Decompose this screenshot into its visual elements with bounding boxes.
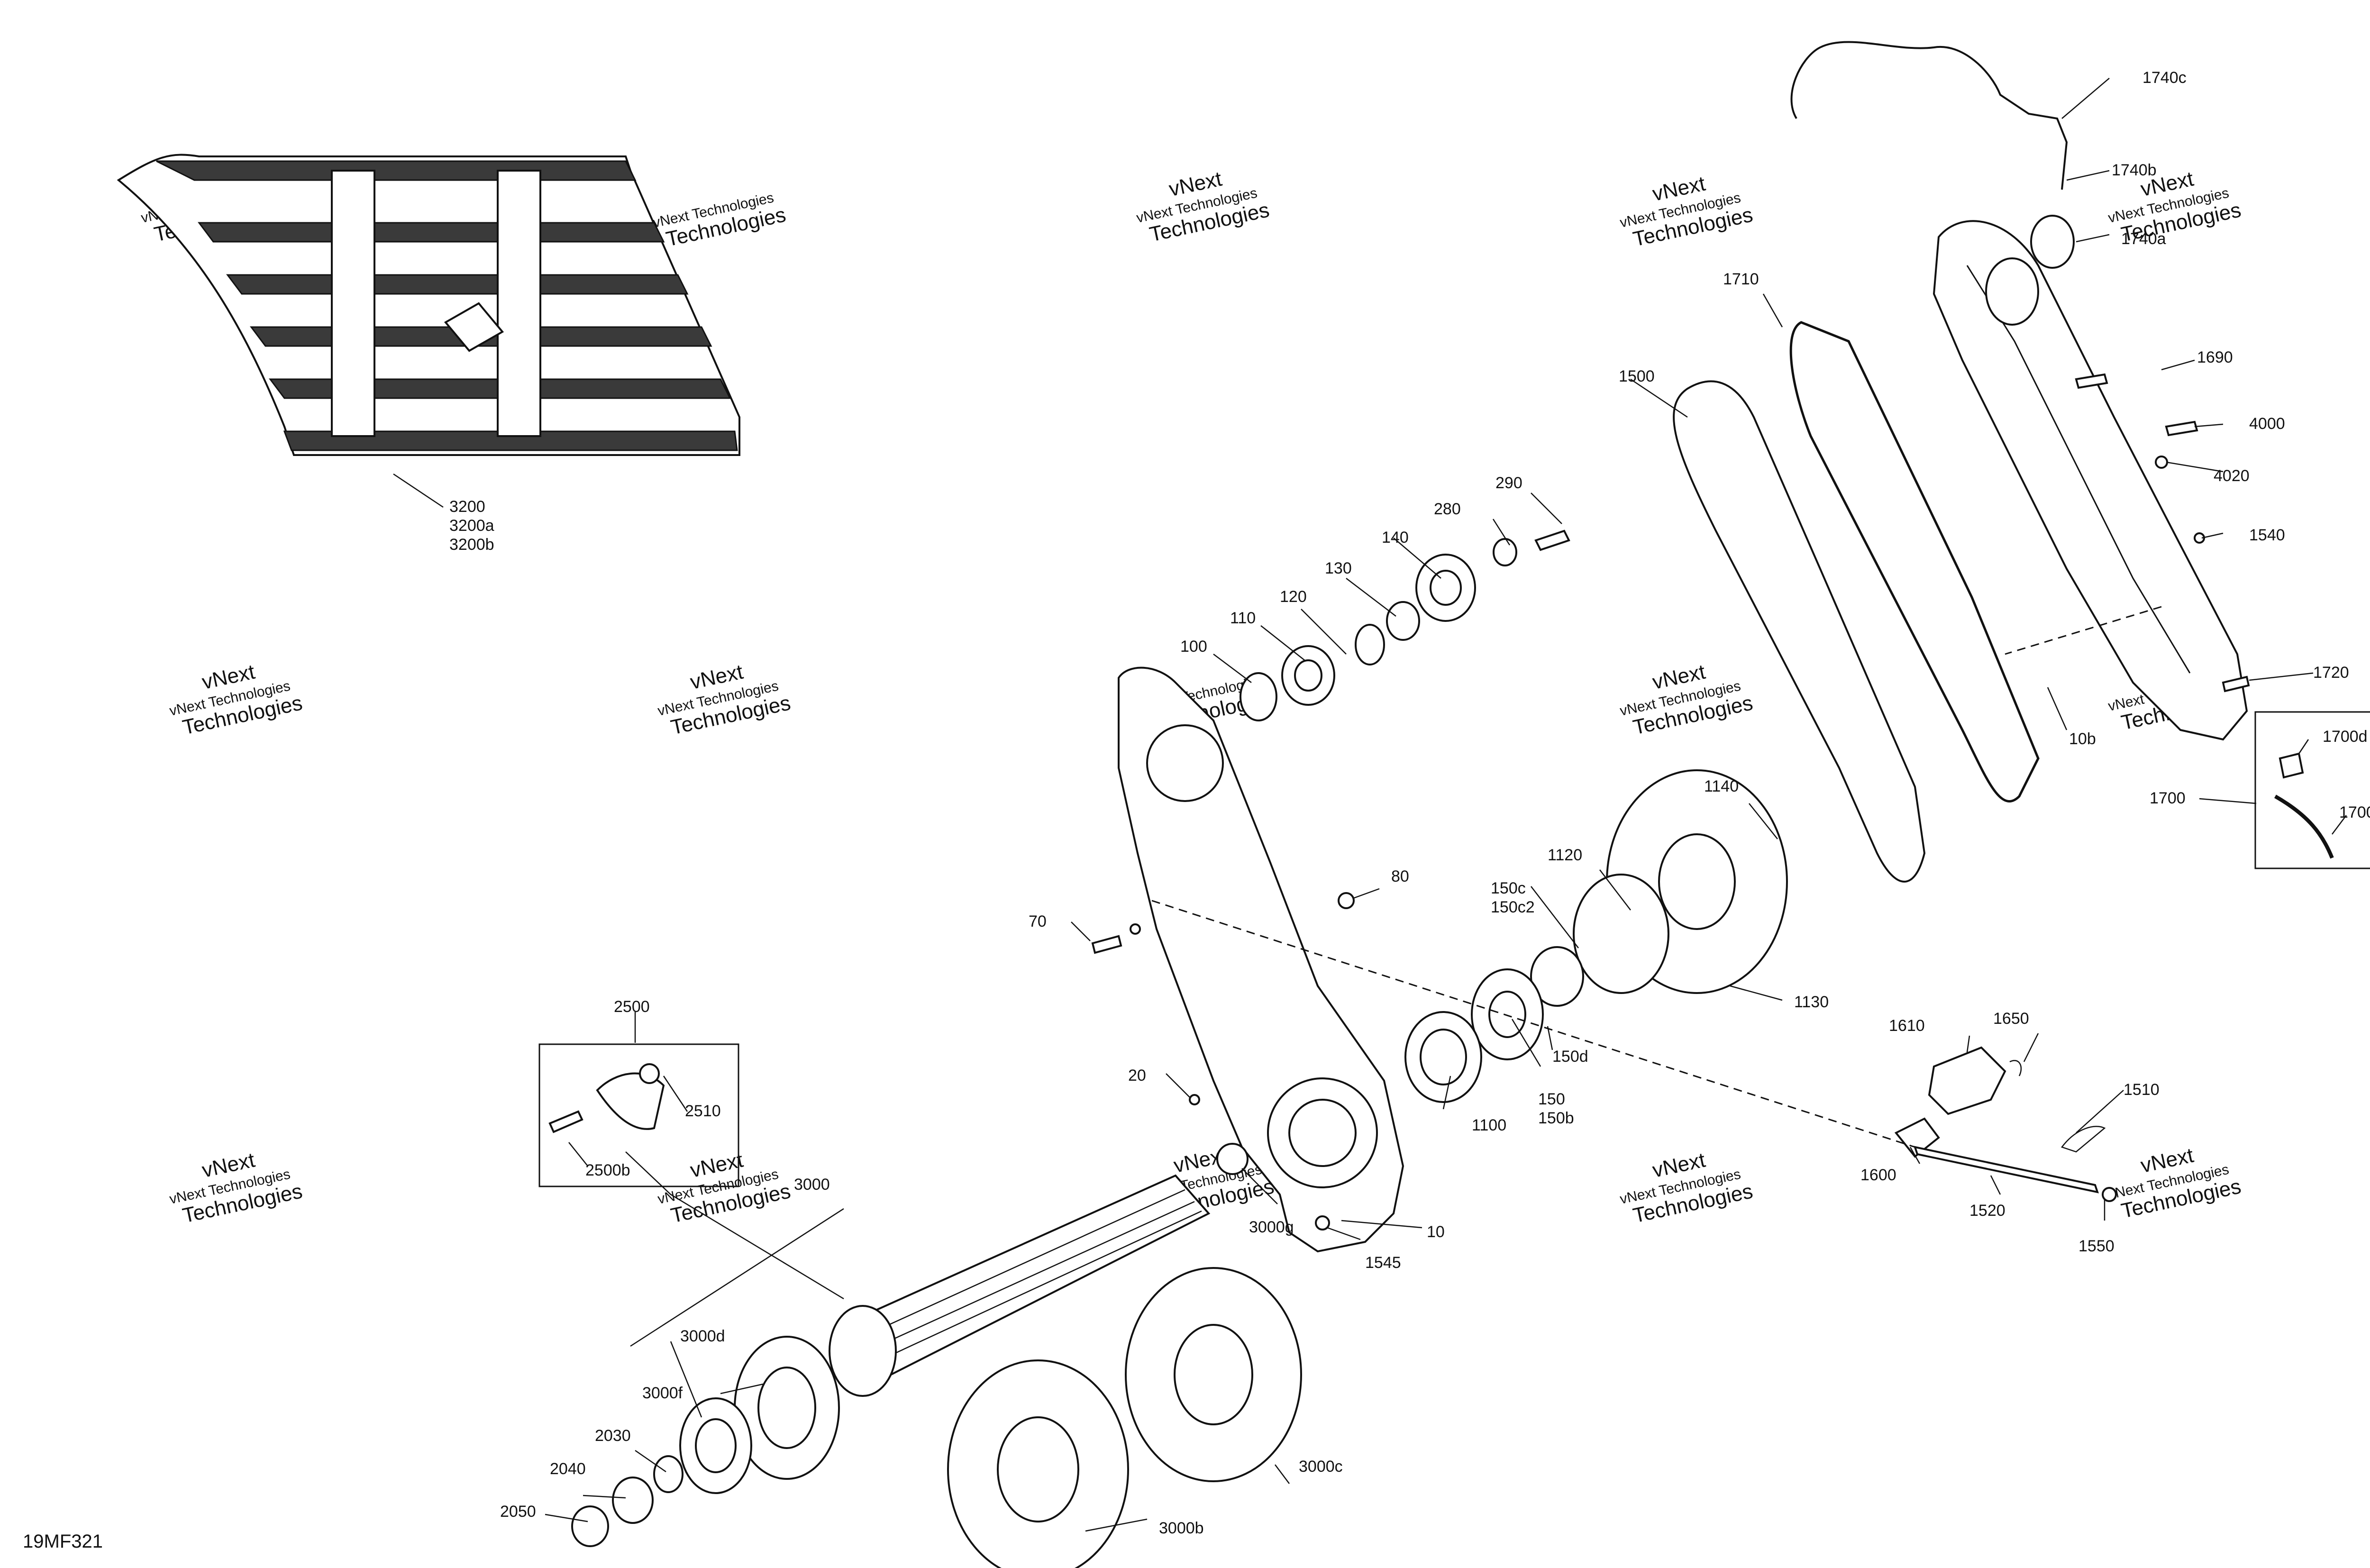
callout-150c: 150c — [1491, 879, 1526, 897]
callout-3000: 3000 — [794, 1176, 830, 1194]
callout-3000d: 3000d — [680, 1327, 725, 1345]
callout-1740b: 1740b — [2112, 161, 2157, 179]
callout-2040: 2040 — [550, 1460, 586, 1478]
track-illustration — [117, 154, 740, 456]
assembly-axis — [2005, 606, 2162, 655]
watermark: vNext vNext Technologies Technologies — [1619, 1149, 1755, 1228]
callout-1700: 1700 — [2150, 789, 2186, 807]
callout-1140: 1140 — [1704, 777, 1739, 795]
callout-1740a: 1740a — [2121, 230, 2166, 248]
callout-2050: 2050 — [500, 1503, 536, 1521]
callout-280: 280 — [1434, 500, 1461, 518]
leader-lines — [393, 78, 2347, 1532]
callout-1600: 1600 — [1860, 1166, 1896, 1184]
callout-1540: 1540 — [2249, 526, 2285, 544]
callout-1520: 1520 — [1969, 1202, 2005, 1220]
callout-2510: 2510 — [685, 1102, 721, 1120]
callout-150d: 150d — [1552, 1048, 1588, 1066]
callout-80: 80 — [1391, 867, 1409, 885]
assembly-axis — [1151, 900, 1915, 1148]
watermark: vNext vNext Technologies Technologies — [168, 1149, 305, 1228]
callout-120: 120 — [1280, 588, 1307, 606]
callout-1500: 1500 — [1619, 367, 1655, 385]
callout-130: 130 — [1325, 559, 1352, 577]
callout-140: 140 — [1382, 529, 1409, 547]
reduction-gear-assembly — [1404, 769, 1788, 1103]
figure-id: 19MF321 — [23, 1531, 103, 1552]
watermark: vNext vNext Technologies Technologies — [1619, 660, 1755, 739]
callout-1510: 1510 — [2124, 1081, 2160, 1099]
detail-2500-parts — [548, 1063, 665, 1133]
detail-box-2500 — [538, 1043, 739, 1187]
fasteners — [1091, 373, 2250, 1231]
callout-70: 70 — [1029, 912, 1047, 930]
watermark: vNext vNext Technologies Technologies — [168, 660, 305, 739]
callout-4020: 4020 — [2214, 467, 2250, 485]
drive-shaft-assembly — [571, 1174, 1211, 1547]
callout-1720: 1720 — [2313, 664, 2349, 682]
callout-3000f: 3000f — [642, 1384, 683, 1402]
watermark: vNext vNext Technologies Technologies — [656, 1149, 793, 1228]
callout-20: 20 — [1128, 1067, 1146, 1085]
callout-3200b: 3200b — [449, 536, 494, 554]
detail-1700-parts — [2274, 752, 2334, 859]
callout-1710: 1710 — [1723, 270, 1759, 288]
callout-4000: 4000 — [2249, 415, 2285, 433]
drive-sprockets — [947, 1267, 1302, 1568]
callout-1100: 1100 — [1472, 1116, 1506, 1134]
callout-110: 110 — [1230, 609, 1256, 627]
callout-1700f: 1700f — [2339, 803, 2370, 821]
watermark: vNext vNext Technologies Technologies — [2107, 1144, 2243, 1223]
watermark: vNext Technologies Technologies — [652, 190, 788, 251]
callout-3000c: 3000c — [1299, 1458, 1343, 1476]
watermark: vNext vNext Technologies Technologies — [1619, 172, 1755, 251]
callout-290: 290 — [1495, 474, 1522, 492]
callout-150: 150 — [1538, 1090, 1565, 1108]
inner-chaincase-illustration — [1118, 666, 1404, 1253]
watermark: vNext vNext Technologies Technologies — [656, 660, 793, 739]
callout-1610: 1610 — [1889, 1017, 1925, 1035]
callout-1545: 1545 — [1365, 1254, 1401, 1272]
drive-chains — [1673, 321, 2040, 883]
callout-3200: 3200 — [449, 498, 485, 516]
chain-tensioner-assembly — [1894, 1046, 2117, 1202]
callout-1130: 1130 — [1794, 993, 1829, 1011]
upper-bearing-stack — [1240, 529, 1570, 721]
callout-1700d: 1700d — [2323, 728, 2368, 746]
chaincase-cover-illustration — [1790, 41, 2248, 741]
callout-3000b: 3000b — [1159, 1519, 1204, 1537]
callout-150c2: 150c2 — [1491, 898, 1535, 916]
callout-2500: 2500 — [614, 998, 650, 1016]
watermark: vNext vNext Technologies Technologies — [1135, 167, 1272, 246]
callout-2030: 2030 — [595, 1427, 631, 1445]
callout-100: 100 — [1180, 638, 1207, 656]
detail-box-1700 — [2254, 711, 2370, 869]
callout-1690: 1690 — [2197, 348, 2233, 366]
callout-3000g: 3000g — [1249, 1218, 1294, 1236]
callout-1120: 1120 — [1548, 846, 1582, 864]
callout-labels: 3200 3200a 3200b 290 280 140 130 120 110… — [449, 69, 2370, 1537]
callout-1740c: 1740c — [2142, 69, 2187, 87]
callout-10b: 10b — [2069, 730, 2096, 748]
callout-1550: 1550 — [2078, 1237, 2115, 1255]
callout-10: 10 — [1427, 1223, 1445, 1241]
callout-3200a: 3200a — [449, 517, 494, 535]
callout-2500b: 2500b — [585, 1161, 630, 1179]
callout-150b: 150b — [1538, 1109, 1574, 1127]
callout-1650: 1650 — [1993, 1010, 2029, 1028]
